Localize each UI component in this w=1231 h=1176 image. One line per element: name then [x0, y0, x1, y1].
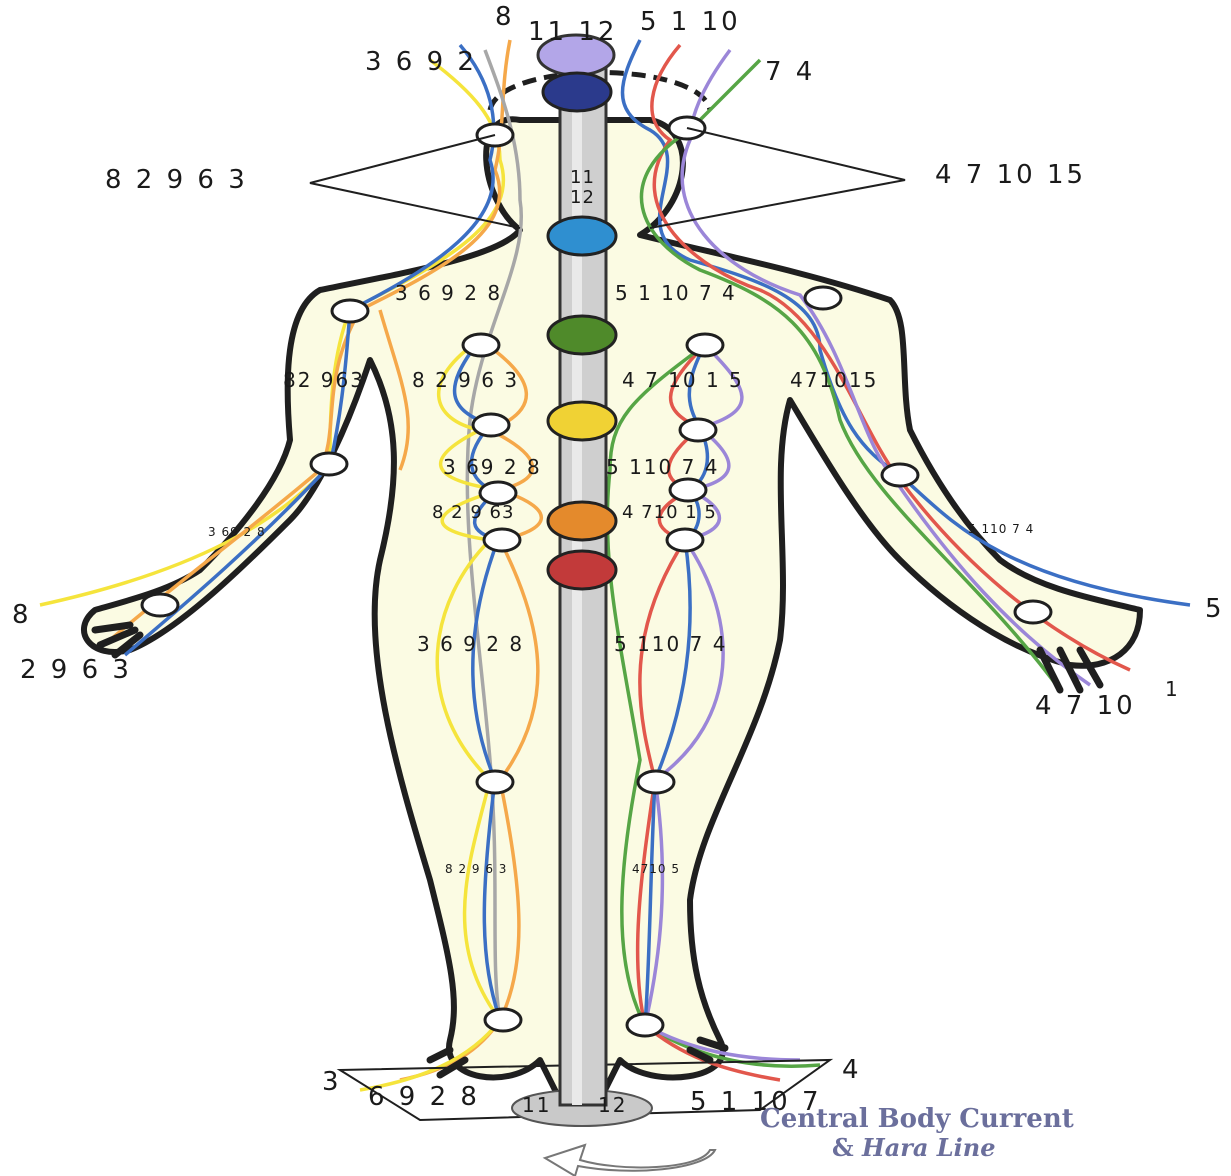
- node-ankle-left: [485, 1009, 521, 1031]
- label-thigh-right: 5 110 7 4: [614, 632, 727, 656]
- node-wrist-right: [1015, 601, 1051, 623]
- label-feet-right-b: 4: [842, 1055, 862, 1085]
- chakra-sacral: [548, 502, 616, 540]
- chakra-third-eye: [543, 73, 611, 111]
- label-hand-left-top: 8: [12, 600, 32, 630]
- label-throat-12: 12: [570, 187, 595, 208]
- label-chest-right: 4 7 10 1 5: [622, 368, 744, 392]
- label-head-crown: 11 12: [528, 17, 617, 47]
- diagram-caption: Central Body Current & Hara Line: [760, 1104, 1220, 1162]
- label-neck-right: 4 7 10 15: [935, 160, 1086, 190]
- label-hand-left-bottom: 2 9 6 3: [20, 655, 132, 685]
- label-head-right: 5 1 10: [640, 7, 741, 37]
- chakra-heart: [548, 316, 616, 354]
- label-throat-11: 11: [570, 167, 595, 188]
- node-elbow-right: [882, 464, 918, 486]
- node-waist-left: [480, 482, 516, 504]
- label-hip-right: 4 710 1 5: [622, 502, 717, 523]
- label-chest-right-arm: 471015: [790, 368, 878, 392]
- label-chest-left: 8 2 9 6 3: [412, 368, 519, 392]
- chakra-solar-plexus: [548, 402, 616, 440]
- node-shoulder-left: [332, 300, 368, 322]
- node-hip-left: [484, 529, 520, 551]
- caption-line-1: Central Body Current: [760, 1104, 1220, 1134]
- label-shoulder-right: 5 1 10 7 4: [615, 281, 737, 305]
- label-head-right-lower: 7 4: [765, 57, 815, 87]
- chakra-throat: [548, 217, 616, 255]
- label-shin-left: 8 2 9 6 3: [445, 862, 507, 876]
- label-forearm-right: 5 110 7 4: [968, 522, 1034, 536]
- label-thigh-left: 3 6 9 2 8: [417, 632, 524, 656]
- label-feet-left-a: 3: [322, 1067, 342, 1097]
- node-head-right: [669, 117, 705, 139]
- label-hand-right-sup: 1: [1165, 677, 1180, 701]
- node-ankle-right: [627, 1014, 663, 1036]
- node-elbow-left: [311, 453, 347, 475]
- caption-hara-line: Hara Line: [862, 1133, 996, 1162]
- label-belly-left: 3 69 2 8: [443, 455, 542, 479]
- chakra-root: [548, 551, 616, 589]
- node-shoulder-right: [805, 287, 841, 309]
- label-hand-right-bottom: 4 7 10: [1035, 691, 1136, 721]
- label-feet-left-b: 6 9 2 8: [368, 1082, 480, 1112]
- node-chest-left: [463, 334, 499, 356]
- label-neck-left: 8 2 9 6 3: [105, 165, 248, 195]
- node-knee-right: [638, 771, 674, 793]
- node-wrist-left: [142, 594, 178, 616]
- label-shin-right: 4710 5: [632, 862, 680, 876]
- node-waist-right: [670, 479, 706, 501]
- node-chest-right: [687, 334, 723, 356]
- body-silhouette: [84, 119, 1140, 1100]
- caption-ampersand: &: [832, 1133, 854, 1162]
- left-finger-stroke: [95, 625, 130, 630]
- label-head-left-top: 8: [495, 2, 515, 32]
- label-chest-left-arm: 82 963: [283, 368, 365, 392]
- label-hip-left: 8 2 9 63: [432, 502, 514, 523]
- caption-line-2: & Hara Line: [760, 1134, 1220, 1162]
- label-head-left: 3 6 9 2: [365, 47, 477, 77]
- label-hand-right-top: 5: [1205, 594, 1225, 624]
- label-forearm-left: 3 69 2 8: [208, 525, 266, 539]
- label-belly-right: 5 110 7 4: [606, 455, 719, 479]
- label-feet-center-a: 11: [522, 1093, 551, 1117]
- left-toe-stroke: [430, 1050, 450, 1060]
- label-shoulder-left: 3 6 9 2 8: [395, 281, 502, 305]
- node-rib-left: [473, 414, 509, 436]
- label-feet-center-b: 12: [598, 1093, 627, 1117]
- node-knee-left: [477, 771, 513, 793]
- rotation-arrow-icon: [545, 1145, 715, 1176]
- node-hip-right: [667, 529, 703, 551]
- node-rib-right: [680, 419, 716, 441]
